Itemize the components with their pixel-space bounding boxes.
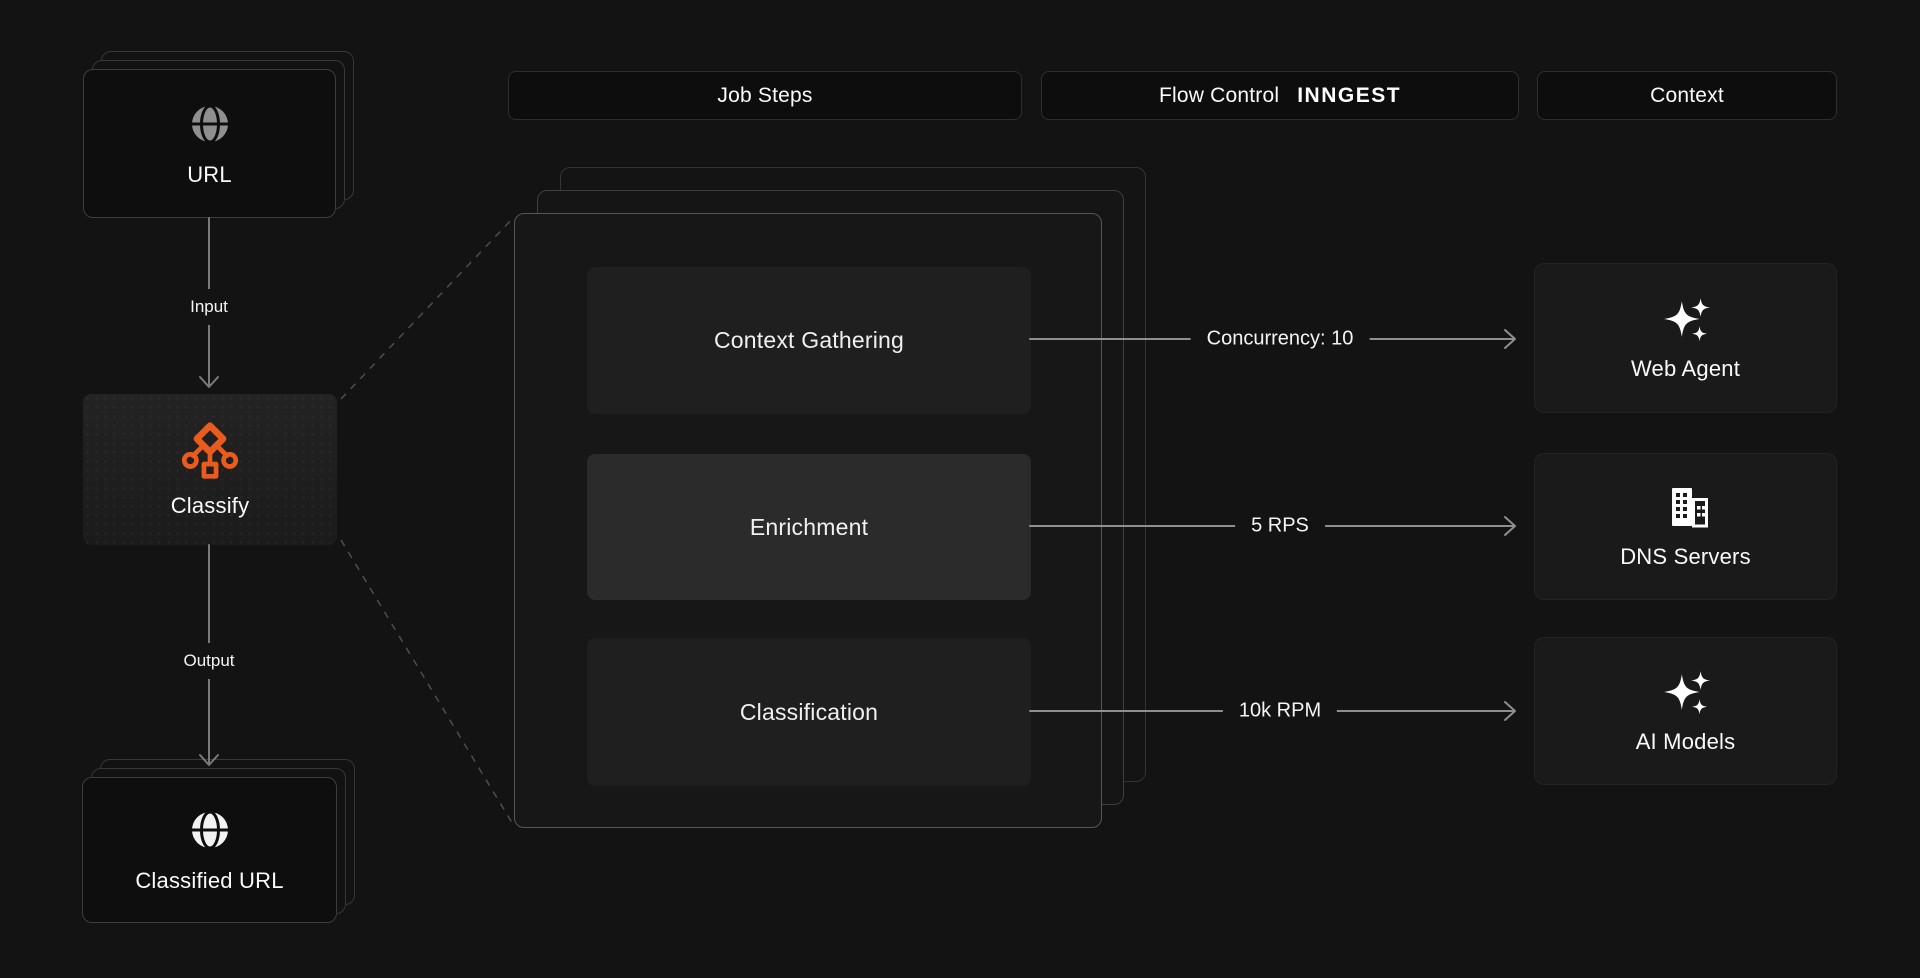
classified-url-card: Classified URL: [82, 777, 337, 923]
sparkles-icon: [1663, 671, 1710, 715]
rps-edge-label: 5 RPS: [1235, 510, 1325, 542]
zoom-guide-top-line: [340, 216, 515, 400]
inngest-logo: INNGEST: [1297, 83, 1402, 107]
arrowhead-right-icon: [1504, 701, 1516, 721]
web-agent-card: Web Agent: [1534, 263, 1837, 413]
classify-node: Classify: [83, 394, 337, 545]
concurrency-edge-label: Concurrency: 10: [1190, 323, 1370, 355]
header-context: Context: [1537, 71, 1837, 120]
arrowhead-right-icon: [1504, 516, 1516, 536]
globe-icon: [191, 104, 228, 143]
classify-branch-icon: [181, 421, 239, 479]
zoom-guide-bottom-line: [340, 539, 515, 827]
buildings-icon: [1671, 487, 1708, 527]
ai-models-label: AI Models: [1635, 729, 1736, 754]
web-agent-label: Web Agent: [1630, 356, 1741, 381]
arrowhead-right-icon: [1504, 329, 1516, 349]
step-context-gathering: Context Gathering: [587, 267, 1031, 414]
output-edge-label: Output: [173, 643, 245, 679]
step-classification: Classification: [587, 638, 1031, 786]
header-job-steps-label: Job Steps: [717, 83, 813, 107]
input-edge-label: Input: [180, 289, 238, 325]
classify-node-label: Classify: [170, 492, 250, 518]
classified-url-card-label: Classified URL: [135, 868, 284, 893]
step-enrichment: Enrichment: [587, 454, 1031, 600]
header-context-label: Context: [1650, 83, 1724, 107]
step-context-gathering-label: Context Gathering: [713, 327, 905, 353]
dns-servers-label: DNS Servers: [1620, 543, 1751, 569]
step-classification-label: Classification: [739, 698, 879, 725]
rpm-edge-label: 10k RPM: [1222, 695, 1338, 727]
job-panel: Context Gathering Enrichment Classificat…: [514, 213, 1102, 828]
url-card: URL: [83, 69, 336, 218]
ai-models-card: AI Models: [1534, 637, 1837, 785]
globe-icon: [191, 810, 228, 850]
arrowhead-down-icon: [199, 376, 219, 388]
url-card-label: URL: [187, 161, 232, 187]
header-flow-control: Flow Control INNGEST: [1041, 71, 1519, 120]
sparkles-icon: [1663, 298, 1710, 342]
header-flow-control-label: Flow Control: [1158, 83, 1280, 107]
step-enrichment-label: Enrichment: [749, 513, 869, 540]
dns-servers-card: DNS Servers: [1534, 453, 1837, 600]
header-job-steps: Job Steps: [508, 71, 1022, 120]
